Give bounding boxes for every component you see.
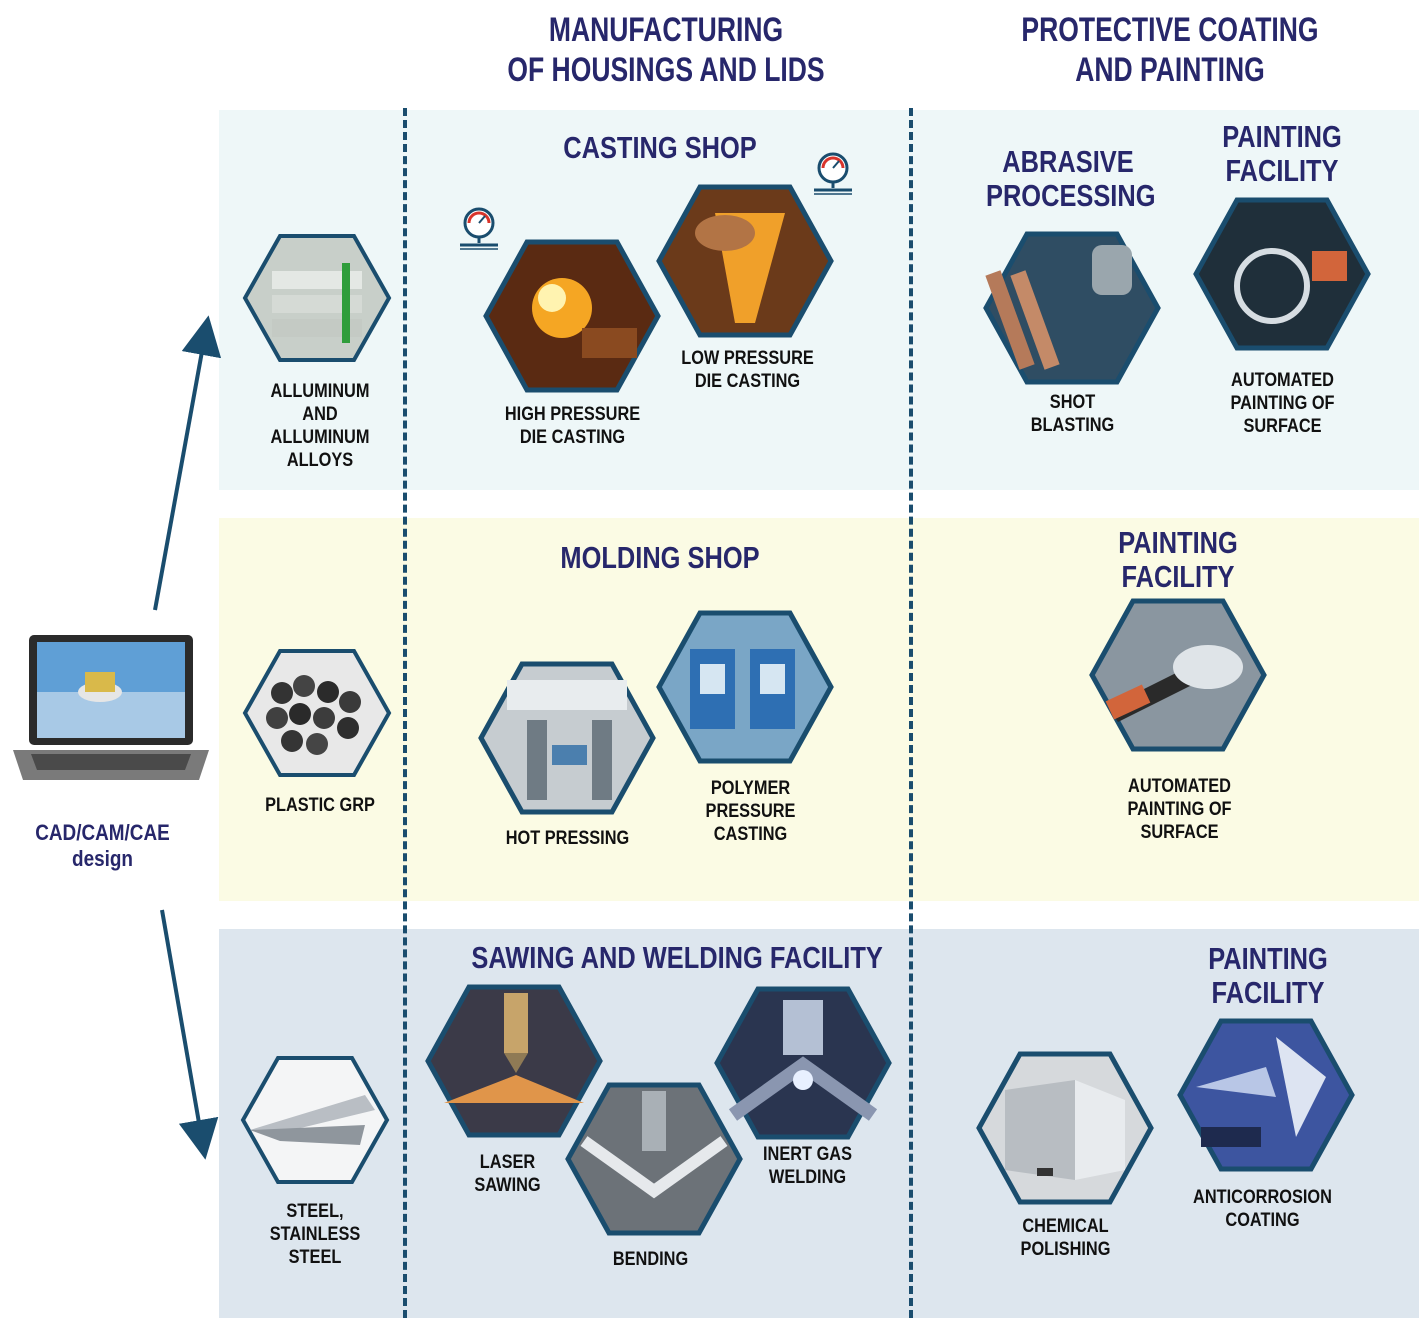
label-steel: STEEL, STAINLESS STEEL <box>269 1201 361 1268</box>
hex-aluminum <box>242 233 392 363</box>
label-chemical-polishing: CHEMICAL POLISHING <box>1020 1216 1111 1260</box>
hex-high-pressure-die-casting <box>482 238 662 394</box>
heading-casting-shop: CASTING SHOP <box>563 130 757 165</box>
heading-painting-facility-1: PAINTING FACILITY <box>1222 119 1342 188</box>
heading-sawing-facility: SAWING AND WELDING FACILITY <box>471 940 883 975</box>
header-manufacturing: MANUFACTURING OF HOUSINGS AND LIDS <box>507 11 825 89</box>
label-anticorrosion: ANTICORROSION COATING <box>1193 1187 1332 1231</box>
label-shot-blasting: SHOT BLASTING <box>1030 392 1115 436</box>
heading-abrasive-processing: ABRASIVE PROCESSING <box>986 144 1156 213</box>
hex-hot-pressing <box>477 660 657 816</box>
hex-automated-painting-1 <box>1192 196 1372 352</box>
label-automated-painting-2: AUTOMATED PAINTING OF SURFACE <box>1127 776 1232 843</box>
hex-anticorrosion-coating <box>1176 1017 1356 1173</box>
label-automated-painting-1: AUTOMATED PAINTING OF SURFACE <box>1230 370 1335 437</box>
heading-painting-facility-2: PAINTING FACILITY <box>1118 525 1238 594</box>
hex-steel <box>240 1055 390 1185</box>
label-lpdc: LOW PRESSURE DIE CASTING <box>681 348 814 392</box>
hex-chemical-polishing <box>975 1050 1155 1206</box>
divider-right <box>909 108 913 1318</box>
heading-painting-facility-3: PAINTING FACILITY <box>1208 941 1328 1010</box>
hex-automated-painting-2 <box>1088 597 1268 753</box>
arrow-down-icon <box>160 909 219 1160</box>
pressure-gauge-icon <box>460 207 498 250</box>
design-arrows <box>153 315 222 1160</box>
hex-low-pressure-die-casting <box>655 183 835 339</box>
hex-polymer-pressure-casting <box>655 609 835 765</box>
label-hpdc: HIGH PRESSURE DIE CASTING <box>504 404 641 448</box>
header-coating: PROTECTIVE COATING AND PAINTING <box>1021 11 1319 89</box>
label-hot-pressing: HOT PRESSING <box>505 828 630 849</box>
pressure-gauge-icon <box>814 152 852 195</box>
heading-molding-shop: MOLDING SHOP <box>560 540 760 575</box>
hex-plastic <box>242 648 392 778</box>
hex-laser-sawing <box>424 983 604 1139</box>
label-aluminum: ALLUMINUM AND ALLUMINUM ALLOYS <box>270 381 370 471</box>
arrow-up-icon <box>153 315 222 611</box>
hex-bending <box>564 1081 744 1237</box>
laptop-icon <box>13 635 209 780</box>
label-laser: LASER SAWING <box>474 1152 541 1196</box>
label-plastic: PLASTIC GRP <box>265 795 375 816</box>
label-bending: BENDING <box>612 1249 689 1270</box>
design-label: CAD/CAM/CAE design <box>35 820 170 871</box>
label-inert-gas: INERT GAS WELDING <box>763 1144 852 1188</box>
hex-shot-blasting <box>982 230 1162 386</box>
divider-left <box>403 108 407 1318</box>
hex-inert-gas-welding <box>713 985 893 1141</box>
label-polymer: POLYMER PRESSURE CASTING <box>705 778 796 845</box>
